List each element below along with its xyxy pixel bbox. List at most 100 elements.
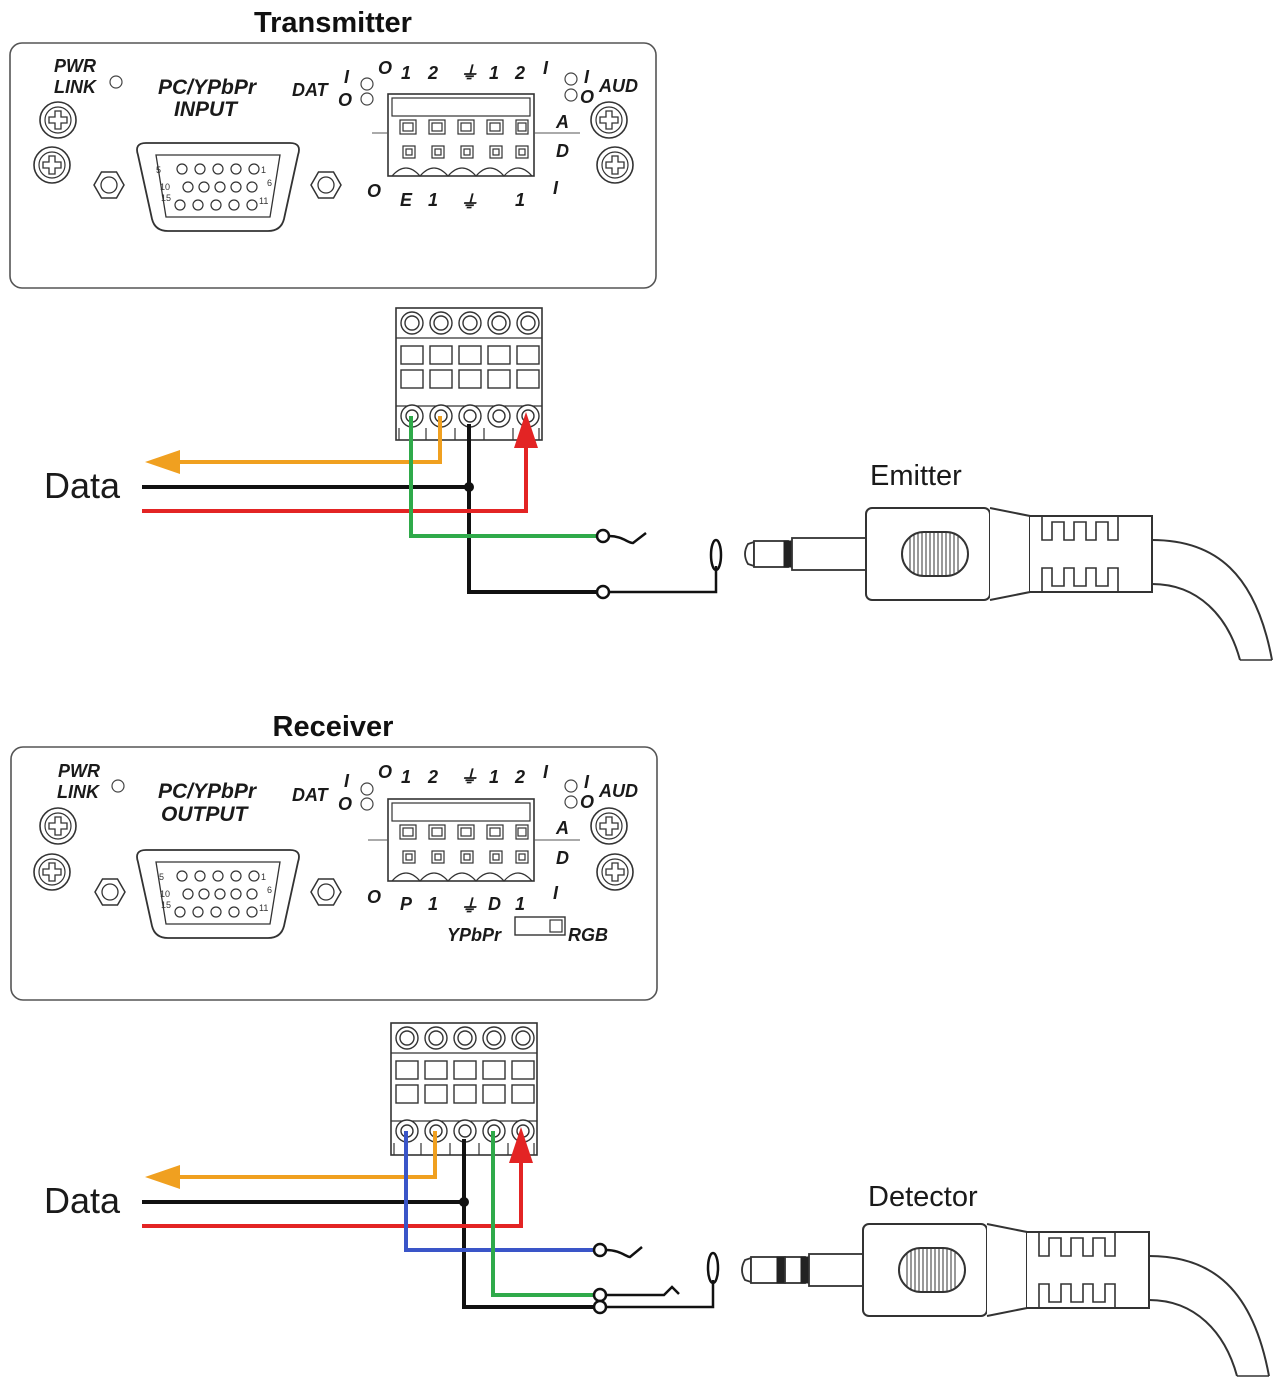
- tx-aud-o-led: [564, 88, 578, 102]
- tx-side-a: A: [555, 112, 569, 132]
- tx-pin-top-0: O: [378, 58, 392, 78]
- rx-output-label-2: OUTPUT: [161, 803, 250, 826]
- tx-dat-o: O: [338, 90, 352, 110]
- tx-input-label-2: INPUT: [174, 98, 239, 121]
- transmitter-panel: PWR LINK PC/YPbPr INPUT 5 1 10 6 15 11 D…: [9, 42, 657, 289]
- tx-wires: [142, 412, 723, 600]
- tx-term-signal: [595, 528, 611, 544]
- emitter-label: Emitter: [870, 460, 962, 492]
- rx-pin-bottom-0: O: [367, 887, 381, 907]
- rx-term-ring: [592, 1287, 608, 1303]
- tx-pin-top-4: 1: [489, 63, 499, 83]
- tx-pin-bottom-0: O: [367, 181, 381, 201]
- rx-red-arrow: [509, 1127, 533, 1163]
- transmitter-title: Transmitter: [254, 7, 412, 39]
- rx-vga-pin1: 1: [261, 872, 266, 882]
- rx-aud-i-led: [564, 779, 578, 793]
- tx-black-emitter-wire: [467, 487, 596, 594]
- tx-pin-top-2: 2: [427, 63, 438, 83]
- tx-link-led: [109, 75, 123, 89]
- rx-terminal-plug: [390, 1022, 538, 1156]
- tx-pin-bottom-3: ⏚: [460, 192, 478, 212]
- rx-term-ground: [592, 1299, 608, 1315]
- tx-pin-top-3: ⏚: [460, 63, 478, 83]
- rx-vga-pin5: 5: [159, 872, 164, 882]
- tx-dat-i-led: [360, 77, 374, 91]
- tx-vga-pin15: 15: [161, 193, 171, 203]
- tx-terminal-socket: [387, 93, 535, 177]
- tx-input-label-1: PC/YPbPr: [158, 76, 258, 99]
- rx-dat-i-led: [360, 782, 374, 796]
- emitter-jack: [744, 507, 1273, 661]
- rx-pin-top-4: 1: [489, 767, 499, 787]
- rx-pin-top-5: 2: [514, 767, 525, 787]
- tx-screw-left: [33, 146, 71, 184]
- rx-vga-pin6: 6: [267, 885, 272, 895]
- rx-wires: [142, 1127, 720, 1315]
- rx-link-led: [111, 779, 125, 793]
- rx-vga-pin11: 11: [259, 903, 268, 913]
- tx-orange-wire: [172, 416, 442, 464]
- tx-aud-o: O: [580, 87, 594, 107]
- tx-vga-pin6: 6: [267, 178, 272, 188]
- detector-jack: [741, 1223, 1270, 1377]
- rx-orange-arrow: [145, 1165, 180, 1189]
- tx-red-arrow: [514, 412, 538, 448]
- rx-side-a: A: [555, 818, 569, 838]
- rx-side-d: D: [556, 848, 569, 868]
- rx-aud-i: I: [584, 772, 590, 792]
- rx-aud-o-led: [564, 795, 578, 809]
- rx-vga-pin15: 15: [161, 900, 171, 910]
- tx-screw-top-right: [590, 101, 628, 139]
- tx-data-label: Data: [44, 465, 121, 506]
- rx-pin-top-1: 1: [401, 767, 411, 787]
- tx-pin-bottom-2: 1: [428, 190, 438, 210]
- receiver-panel: PWR LINK PC/YPbPr OUTPUT 5 1 10 6 15 11 …: [10, 746, 658, 1001]
- rx-switch-ypbpr-label: YPbPr: [447, 925, 502, 945]
- tx-dat-label: DAT: [292, 80, 330, 100]
- rx-link-label: LINK: [57, 782, 101, 802]
- rx-pin-top-6: I: [543, 762, 549, 782]
- rx-terminal-socket: [387, 798, 535, 882]
- rx-red-wire: [142, 1161, 523, 1228]
- rx-blue-wire: [404, 1131, 594, 1252]
- rx-pin-top-3: ⏚: [460, 767, 478, 787]
- rx-green-wire: [491, 1131, 594, 1297]
- rx-aud-label: AUD: [598, 781, 638, 801]
- rx-screw-top-right: [590, 807, 628, 845]
- tx-vga-hexnut-left: [93, 171, 125, 199]
- tx-pin-bottom-4: 1: [515, 190, 525, 210]
- tx-pwr-label: PWR: [54, 56, 96, 76]
- rx-switch-rgb-label: RGB: [568, 925, 608, 945]
- rx-dat-o: O: [338, 794, 352, 814]
- tx-dat-o-led: [360, 92, 374, 106]
- rx-pin-bottom-4: D: [488, 894, 501, 914]
- rx-vga-hexnut-left: [94, 878, 126, 906]
- tx-pin-bottom-5: I: [553, 178, 559, 198]
- rx-screw-left: [33, 853, 71, 891]
- tx-screw-top-left: [39, 101, 77, 139]
- tx-term-ground: [595, 584, 611, 600]
- tx-terminal-plug: [395, 307, 543, 441]
- tx-side-d: D: [556, 141, 569, 161]
- rx-pin-bottom-2: 1: [428, 894, 438, 914]
- tx-pin-top-6: I: [543, 58, 549, 78]
- rx-vga-hexnut-right: [310, 878, 342, 906]
- tx-link-label: LINK: [54, 77, 98, 97]
- rx-pin-top-0: O: [378, 762, 392, 782]
- rx-pin-bottom-3: ⏚: [460, 896, 478, 916]
- rx-dat-o-led: [360, 797, 374, 811]
- rx-pin-bottom-6: I: [553, 883, 559, 903]
- tx-vga-pin1: 1: [261, 165, 266, 175]
- tx-green-wire: [409, 416, 596, 538]
- receiver-title: Receiver: [273, 711, 394, 743]
- rx-pwr-label: PWR: [58, 761, 100, 781]
- rx-data-label: Data: [44, 1180, 121, 1221]
- rx-black-detector-wire: [462, 1202, 594, 1309]
- tx-pin-bottom-1: E: [400, 190, 413, 210]
- tx-pin-top-5: 2: [514, 63, 525, 83]
- rx-vga-pin10: 10: [160, 889, 170, 899]
- tx-vga-hexnut-right: [310, 171, 342, 199]
- tx-red-wire: [142, 446, 528, 513]
- rx-orange-wire: [172, 1131, 437, 1179]
